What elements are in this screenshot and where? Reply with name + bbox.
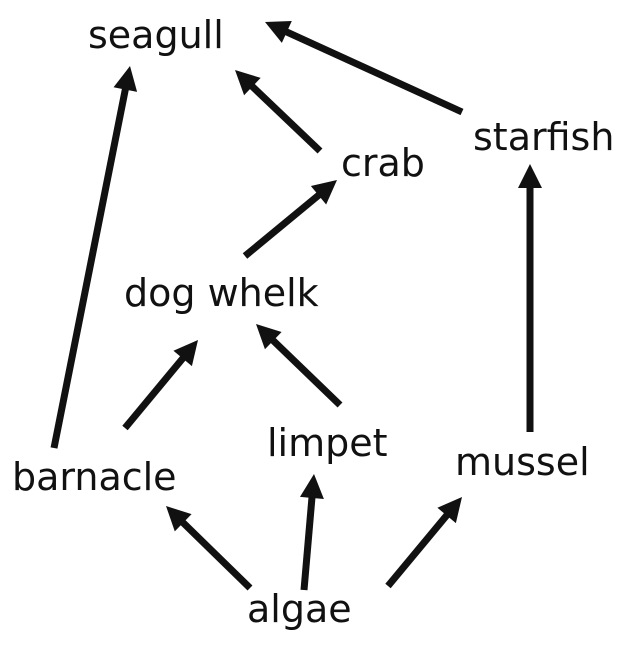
arrow-shaft [242,191,323,259]
arrow-shaft [300,495,316,591]
arrow-head [166,506,192,532]
arrow-head [518,164,542,188]
arrow-shaft [385,511,451,589]
arrow-head [437,497,462,524]
arrow-shaft [179,518,253,591]
label-starfish: starfish [473,115,614,159]
arrow-algae-to-barnacle [166,506,253,591]
arrow-algae-to-limpet [299,474,324,591]
arrow-starfish-to-seagull [265,21,464,116]
arrow-shaft [122,354,187,431]
label-crab: crab [341,141,425,185]
arrow-algae-to-mussel [385,497,462,589]
arrow-head [265,21,292,43]
arrows-layer [50,21,542,591]
arrow-shaft [269,336,343,408]
arrow-barnacle-to-seagull [50,66,138,449]
arrow-limpet-to-dog-whelk [256,324,343,408]
arrow-head [299,474,324,499]
arrow-head [310,180,337,205]
arrow-shaft [50,86,130,449]
label-barnacle: barnacle [12,455,177,499]
arrow-head [235,70,261,96]
arrow-dog-whelk-to-crab [242,180,337,259]
arrow-head [113,66,138,92]
arrow-crab-to-seagull [235,70,323,154]
label-seagull: seagull [88,13,224,57]
arrow-barnacle-to-dog-whelk [122,340,198,431]
arrow-head [173,340,198,367]
label-limpet: limpet [267,421,388,465]
label-mussel: mussel [455,440,590,484]
arrow-head [256,324,282,350]
arrow-shaft [248,82,323,154]
arrow-shaft [283,27,464,116]
label-dog-whelk: dog whelk [124,271,319,315]
label-algae: algae [247,587,352,631]
arrow-mussel-to-starfish [518,164,542,432]
